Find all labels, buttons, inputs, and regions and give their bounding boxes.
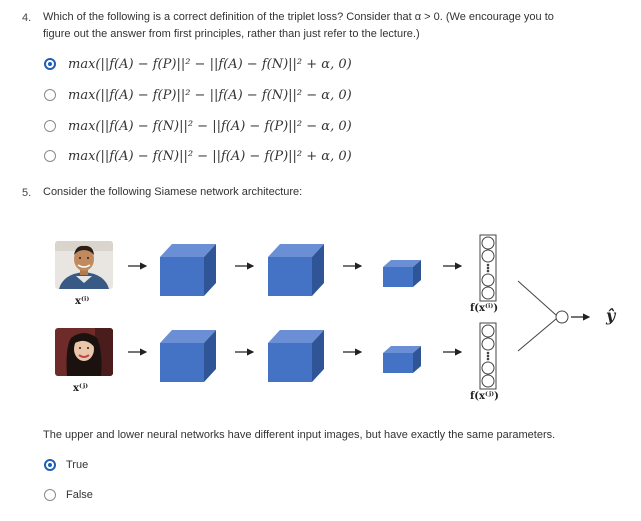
connection-line bbox=[517, 280, 557, 316]
input-image-top-face bbox=[55, 241, 113, 289]
output-label: ŷ bbox=[606, 306, 616, 325]
cube-layer-bottom-3 bbox=[383, 346, 421, 373]
question-5-text: Consider the following Siamese network a… bbox=[43, 186, 303, 198]
cube-layer-top-3 bbox=[383, 260, 421, 287]
cube-layer-top-1 bbox=[160, 244, 216, 296]
question-5-statement: The upper and lower neural networks have… bbox=[43, 429, 556, 441]
input-image-bottom-face bbox=[55, 328, 113, 376]
question-4-text-line2: figure out the answer from first princip… bbox=[43, 28, 420, 40]
q4-option-4-formula: max(||f(A) − f(N)||² − ||f(A) − f(P)||² … bbox=[68, 148, 352, 164]
q4-option-4[interactable]: max(||f(A) − f(N)||² − ||f(A) − f(P)||² … bbox=[44, 146, 352, 166]
q4-option-2-radio[interactable] bbox=[44, 89, 56, 101]
q4-option-3[interactable]: max(||f(A) − f(N)||² − ||f(A) − f(P)||² … bbox=[44, 116, 352, 136]
input-label-top: x⁽ⁱ⁾ bbox=[75, 296, 90, 307]
q4-option-3-radio[interactable] bbox=[44, 120, 56, 132]
cube-layer-top-2 bbox=[268, 244, 324, 296]
encoding-vector-bottom bbox=[479, 322, 497, 390]
face-photo-woman bbox=[55, 328, 113, 376]
face-photo-man bbox=[55, 241, 113, 289]
q4-option-4-radio[interactable] bbox=[44, 150, 56, 162]
encoding-label-top: f(x⁽ⁱ⁾) bbox=[470, 303, 499, 314]
q5-option-true[interactable]: True bbox=[44, 455, 88, 475]
siamese-network-diagram bbox=[128, 234, 591, 390]
encoding-vector-top bbox=[479, 234, 497, 302]
q5-option-true-label: True bbox=[66, 459, 89, 471]
q4-option-3-formula: max(||f(A) − f(N)||² − ||f(A) − f(P)||² … bbox=[68, 118, 352, 134]
question-5-number: 5. bbox=[22, 187, 32, 199]
question-4-text-line1: Which of the following is a correct defi… bbox=[43, 11, 554, 23]
q4-option-1[interactable]: max(||f(A) − f(P)||² − ||f(A) − f(N)||² … bbox=[44, 54, 352, 74]
q5-option-false-label: False bbox=[66, 489, 93, 501]
cube-layer-bottom-2 bbox=[268, 330, 324, 382]
q4-option-1-formula: max(||f(A) − f(P)||² − ||f(A) − f(N)||² … bbox=[68, 56, 352, 72]
encoding-label-bottom: f(x⁽ʲ⁾) bbox=[470, 391, 499, 402]
q5-option-true-radio[interactable] bbox=[44, 459, 56, 471]
q4-option-1-radio[interactable] bbox=[44, 58, 56, 70]
input-label-bottom: x⁽ʲ⁾ bbox=[73, 383, 89, 394]
q4-option-2-formula: max(||f(A) − f(P)||² − ||f(A) − f(N)||² … bbox=[68, 87, 352, 103]
question-4-number: 4. bbox=[22, 12, 32, 24]
output-node bbox=[555, 310, 569, 324]
q4-option-2[interactable]: max(||f(A) − f(P)||² − ||f(A) − f(N)||² … bbox=[44, 85, 352, 105]
q5-option-false-radio[interactable] bbox=[44, 489, 56, 501]
connection-line bbox=[517, 318, 557, 352]
q5-option-false[interactable]: False bbox=[44, 485, 93, 505]
cube-layer-bottom-1 bbox=[160, 330, 216, 382]
